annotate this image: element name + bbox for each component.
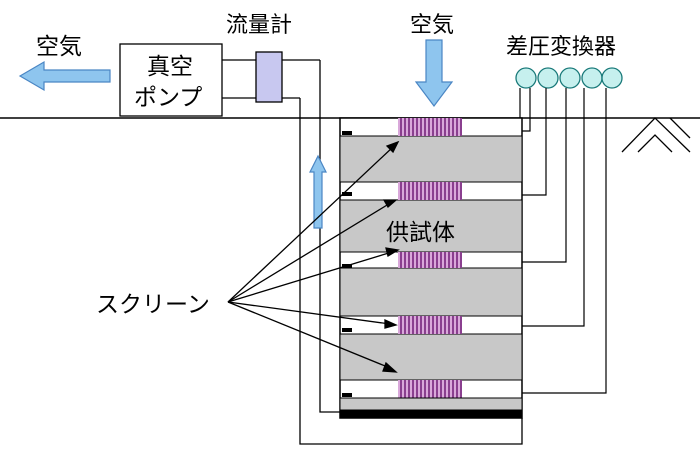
screen-strip xyxy=(398,380,462,398)
transducer-lines xyxy=(522,88,607,394)
specimen-layers xyxy=(339,135,523,381)
specimen-layer xyxy=(339,135,523,183)
container-base-gray xyxy=(339,397,523,411)
screen-strip xyxy=(398,316,462,334)
flowmeter-box xyxy=(255,51,283,103)
specimen-label: 供試体 xyxy=(386,220,455,246)
vacuum-pump-label-line2: ポンプ xyxy=(134,85,202,111)
screen-strip xyxy=(398,182,462,200)
air-in-arrow xyxy=(414,39,454,107)
specimen-layer xyxy=(339,333,523,381)
air-flow-up-arrow xyxy=(309,154,327,229)
specimen-layer xyxy=(339,267,523,317)
specimen-layer xyxy=(339,199,523,253)
transducer-circle xyxy=(601,67,623,89)
transducer-circle xyxy=(581,67,603,89)
screen-label: スクリーン xyxy=(96,292,210,318)
suction-pipe-outer xyxy=(299,98,523,445)
screen-pointer-arrows xyxy=(227,140,400,373)
vacuum-pump-box xyxy=(119,43,223,117)
screen-strips xyxy=(398,118,462,398)
screen-strip xyxy=(398,118,462,136)
container-base-black xyxy=(340,410,522,418)
air-in-label: 空気 xyxy=(410,13,454,38)
pressure-transducer-label: 差圧変換器 xyxy=(506,35,616,60)
vacuum-pump-label-line1: 真空 xyxy=(147,54,193,80)
pressure-transducers xyxy=(515,67,623,89)
screen-strip xyxy=(398,252,462,268)
flowmeter-label: 流量計 xyxy=(226,13,292,38)
air-out-label: 空気 xyxy=(36,34,82,60)
air-out-arrow xyxy=(18,60,111,92)
ground-hatch xyxy=(621,117,691,153)
transducer-circle xyxy=(515,67,537,89)
transducer-circle xyxy=(537,67,559,89)
transducer-circle xyxy=(559,67,581,89)
